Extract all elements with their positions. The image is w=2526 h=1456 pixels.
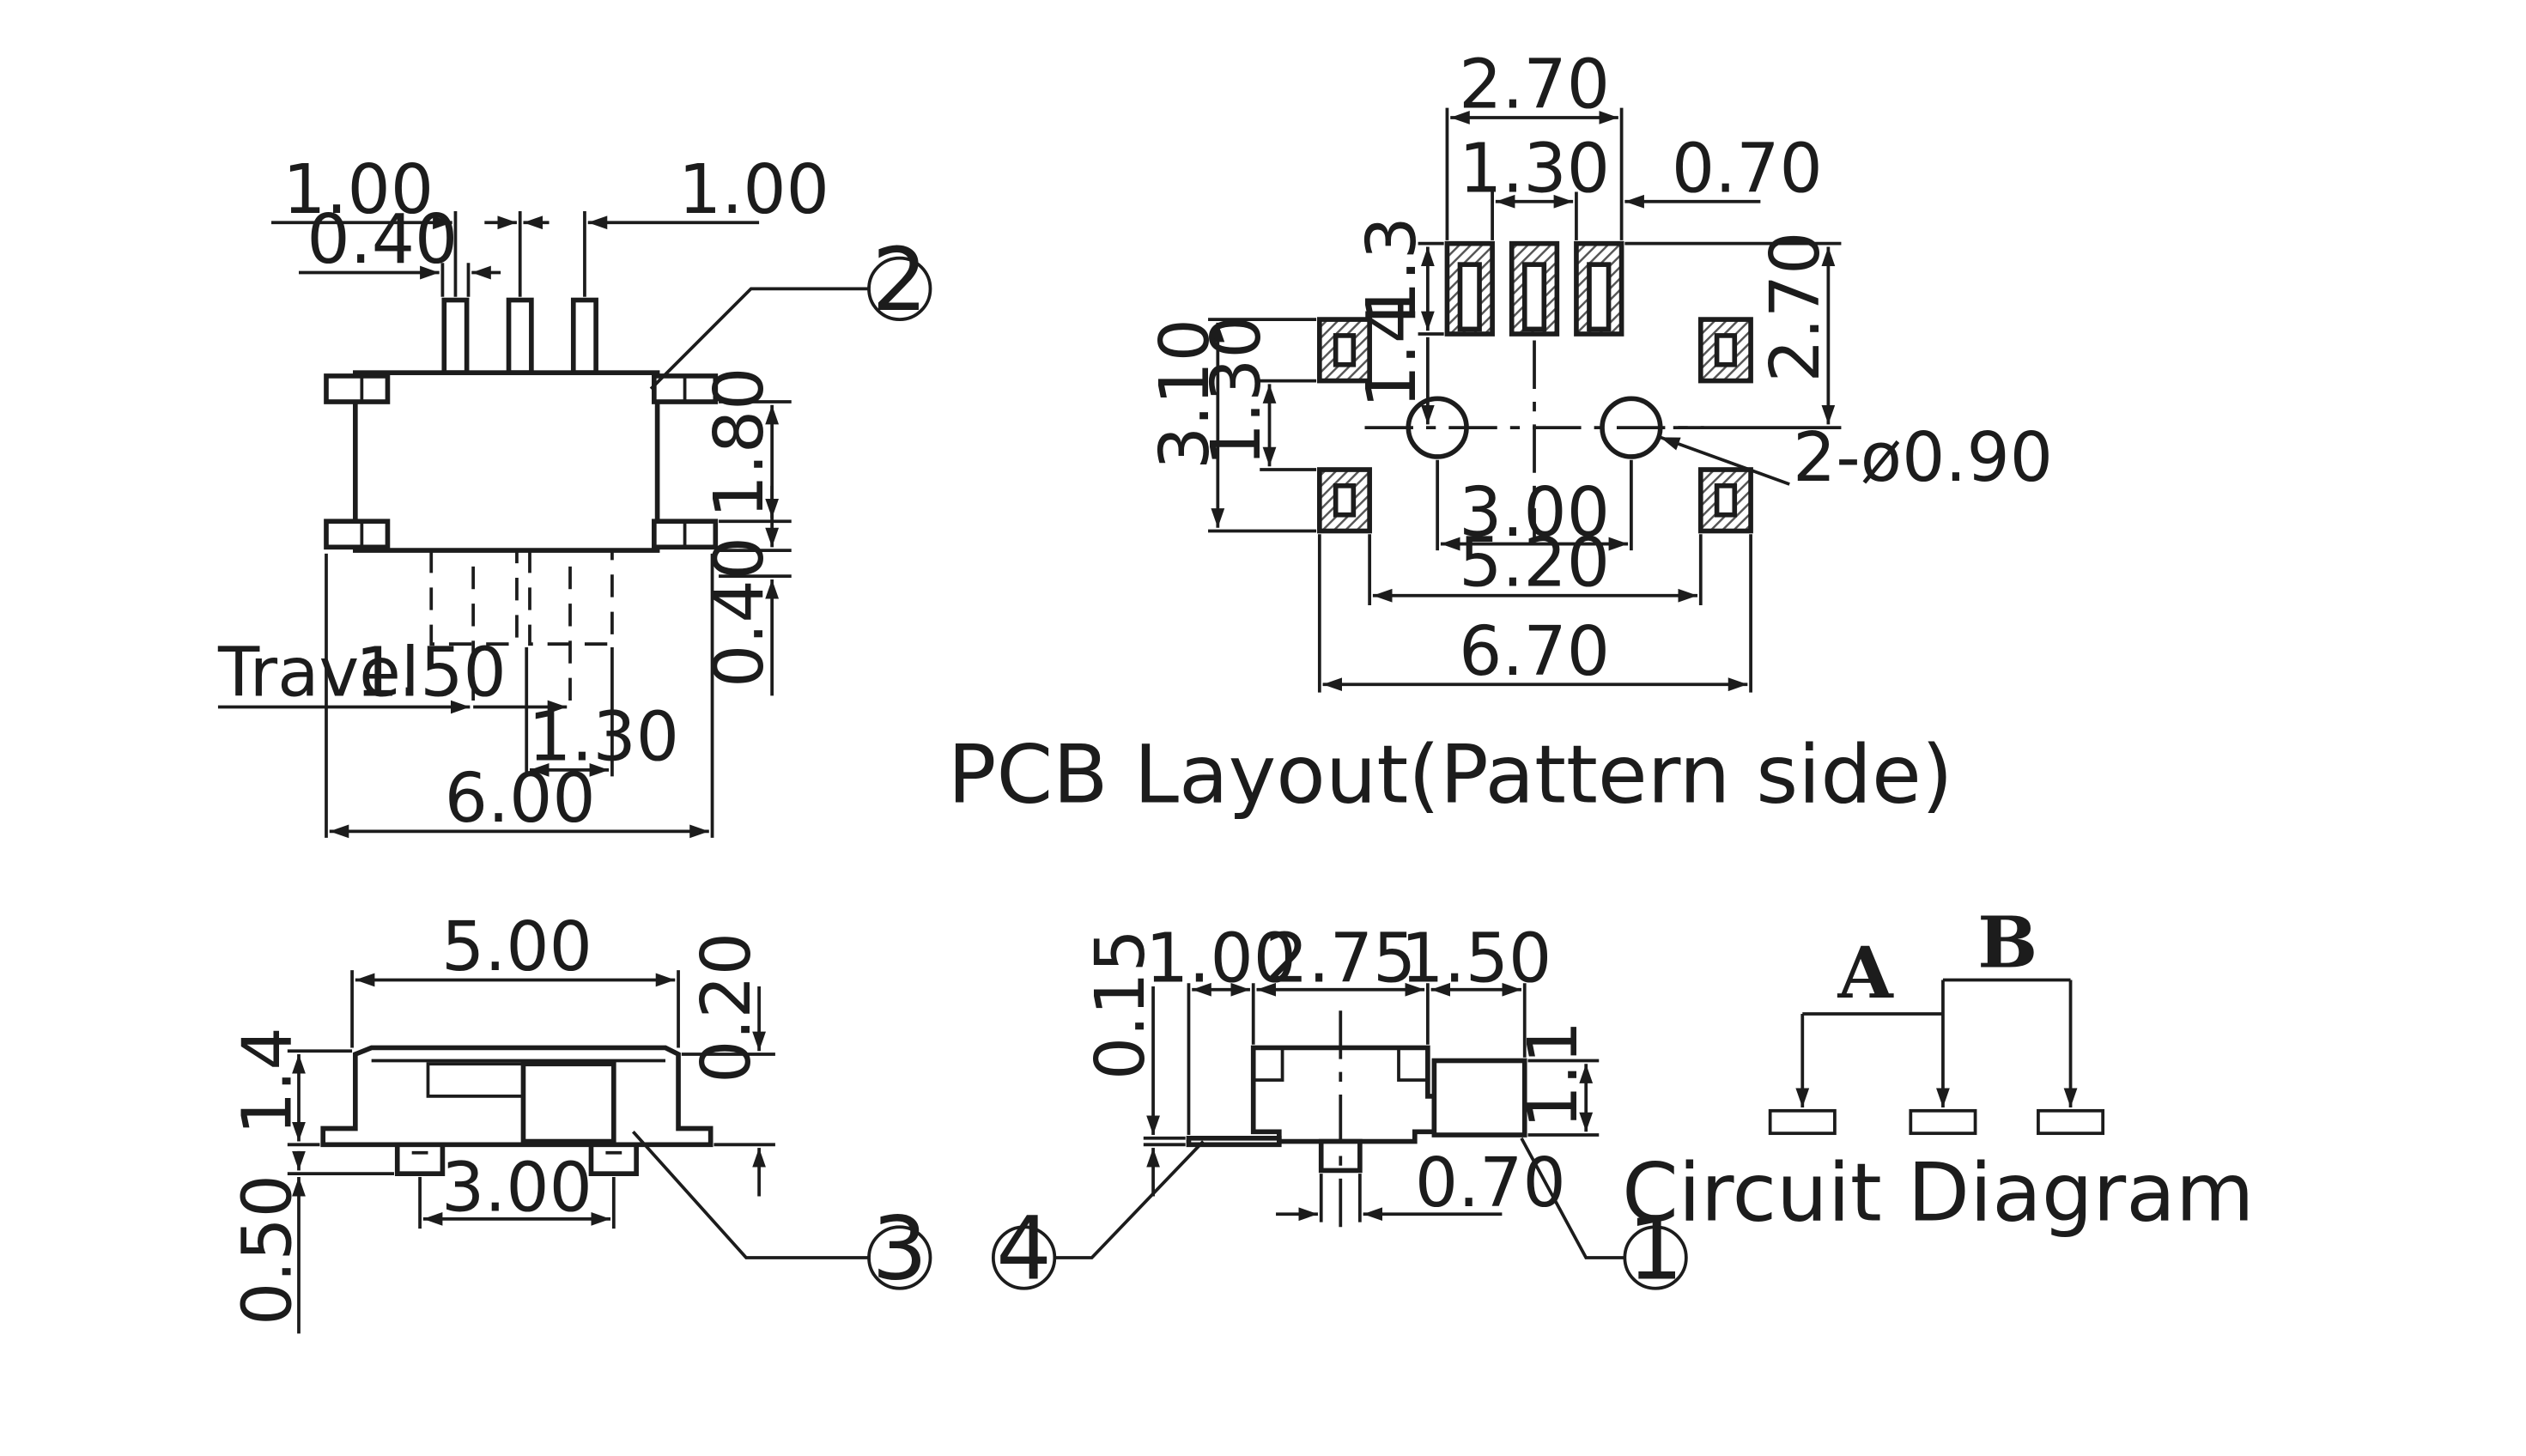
mount-tab-bl [324, 519, 391, 550]
dim-left-offset: 1.00 [1145, 919, 1296, 998]
lead-2 [506, 297, 534, 375]
dim-hole-spacing: 3.00 [1459, 473, 1610, 552]
dim-pad-length: 1.3 [1352, 216, 1431, 325]
dim-mount-inner-span: 5.20 [1459, 523, 1610, 602]
circuit-diagram: A B Circuit Diagram [1622, 900, 2254, 1240]
callout-4-circle [991, 1225, 1057, 1290]
dim-travel: 1.50 [355, 633, 507, 712]
end-view: 1.00 2.75 1.50 0.15 1.1 0.70 4 1 [991, 919, 1688, 1299]
callout-1: 1 [1628, 1198, 1684, 1299]
dim-peg-spacing: 3.00 [441, 1148, 592, 1227]
end-base-plate [1186, 1135, 1282, 1148]
actuator-hidden-left [429, 550, 519, 646]
mount-tab-tl [324, 373, 391, 404]
dim-pad-row-width: 2.70 [1459, 46, 1610, 124]
terminal-1 [1768, 1108, 1837, 1136]
dim-pad-row-height: 2.70 [1756, 232, 1835, 383]
callout-3: 3 [871, 1198, 927, 1299]
dim-peg-width: 0.70 [1415, 1144, 1566, 1222]
switch-body [353, 370, 660, 553]
travel-label: Travel [217, 633, 420, 712]
callout-3-circle [867, 1225, 932, 1290]
dim-actuator-length: 1.50 [1400, 919, 1551, 998]
end-actuator [1431, 1058, 1527, 1138]
callout-2: 2 [871, 229, 927, 331]
callout-4: 4 [996, 1198, 1052, 1299]
terminal-3 [2037, 1108, 2105, 1136]
label-b: B [1977, 900, 2037, 984]
side-actuator [520, 1061, 616, 1144]
dim-lead-width: 0.40 [307, 200, 458, 279]
dim-actuator-height: 1.1 [1514, 1021, 1593, 1129]
dim-pad-to-hole: 1.4 [1352, 300, 1431, 409]
dim-top-width: 5.00 [441, 907, 592, 986]
dim-actuator-width: 1.30 [528, 698, 679, 777]
dim-overall-span: 6.70 [1459, 612, 1610, 691]
dim-body-width: 2.75 [1265, 919, 1416, 998]
dim-mount-span-outer: 3.10 [1145, 318, 1224, 470]
end-body [1250, 1045, 1437, 1144]
lead-1 [441, 297, 470, 375]
callout-2-circle [867, 256, 932, 321]
pcb-layout: 2.70 1.30 0.70 1.3 1.4 2.70 3.10 1.30 [948, 46, 2053, 822]
label-a: A [1837, 931, 1895, 1015]
peg-right [588, 1142, 639, 1176]
dim-lead-spacing-right: 1.00 [678, 150, 829, 229]
dim-base-thickness: 0.15 [1081, 929, 1160, 1080]
terminal-2 [1909, 1108, 1977, 1136]
dim-holes: 2-ø0.90 [1793, 418, 2053, 497]
side-view: 5.00 0.20 1.4 3.00 0.50 3 [228, 907, 932, 1334]
callout-1-circle [1623, 1225, 1688, 1290]
dim-pad-width: 0.70 [1672, 129, 1823, 208]
dim-overall-width: 6.00 [445, 759, 596, 838]
dim-height: 1.4 [228, 1027, 307, 1135]
peg-left [394, 1142, 446, 1176]
dim-lead-spacing-left: 1.00 [282, 150, 434, 229]
actuator-hidden-right [528, 550, 614, 646]
dim-body-height: 1.80 [700, 367, 779, 519]
mount-pad-bl [1317, 467, 1372, 534]
dim-top-thickness: 0.20 [687, 932, 766, 1083]
top-view: 1.00 1.00 0.40 2 1.80 0.40 Travel 1.50 1… [217, 150, 932, 839]
pad-2 [1509, 240, 1560, 337]
mount-pad-br [1697, 467, 1753, 534]
pcb-layout-title: PCB Layout(Pattern side) [948, 729, 1953, 822]
dim-mount-span-inner: 1.30 [1197, 315, 1276, 466]
circuit-title: Circuit Diagram [1622, 1147, 2254, 1241]
dim-pad-pitch-center: 1.30 [1459, 129, 1610, 208]
dim-peg-height: 0.50 [228, 1174, 307, 1326]
lead-3 [570, 297, 598, 375]
